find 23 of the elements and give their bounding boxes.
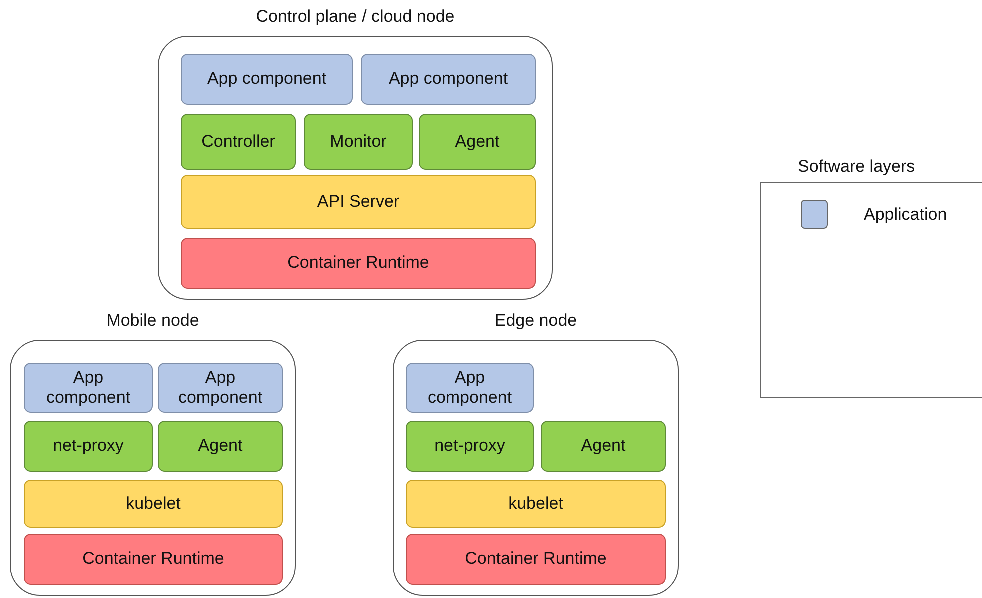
layer-box: Controller	[181, 114, 296, 170]
layer-box: API Server	[181, 175, 536, 229]
layer-box: Monitor	[304, 114, 413, 170]
layer-box: Container Runtime	[406, 534, 666, 585]
layer-box: Agent	[541, 421, 666, 472]
layer-box: Container Runtime	[24, 534, 283, 585]
node-heading: Edge node	[494, 311, 578, 331]
legend-title: Software layers	[798, 157, 916, 177]
layer-box: App component	[361, 54, 536, 105]
layer-box: Agent	[158, 421, 283, 472]
layer-box: App component	[181, 54, 353, 105]
node-heading: Control plane / cloud node	[255, 7, 456, 27]
layer-box: Container Runtime	[181, 238, 536, 289]
layer-box: net-proxy	[24, 421, 153, 472]
layer-box: kubelet	[406, 480, 666, 528]
layer-box: App component	[158, 363, 283, 413]
layer-box: kubelet	[24, 480, 283, 528]
layer-box: net-proxy	[406, 421, 534, 472]
layer-box: App component	[24, 363, 153, 413]
layer-box: Agent	[419, 114, 536, 170]
legend-text: Application	[864, 204, 948, 224]
layer-box: App component	[406, 363, 534, 413]
node-heading: Mobile node	[106, 311, 200, 331]
